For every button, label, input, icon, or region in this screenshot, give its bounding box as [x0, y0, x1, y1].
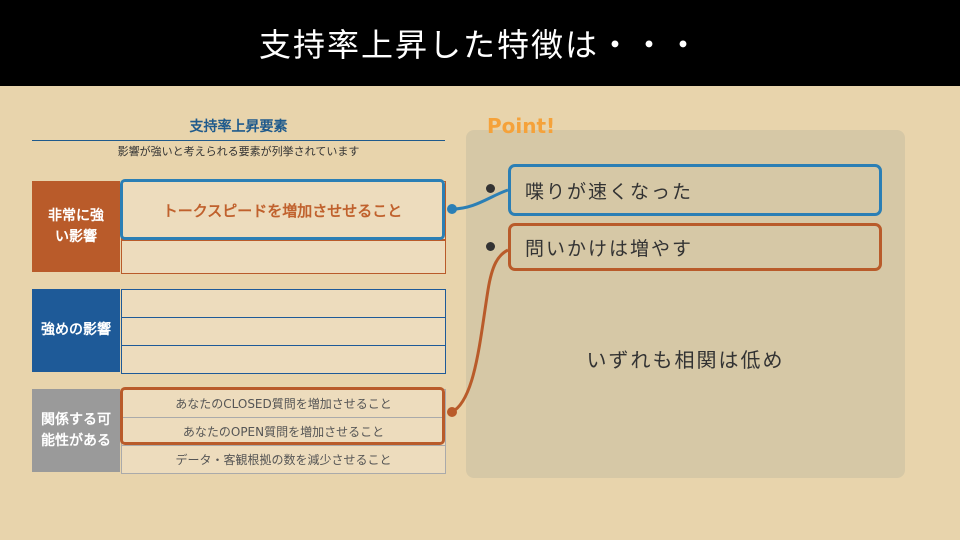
point-item-text: 喋りが速くなった	[525, 180, 694, 203]
table-row	[121, 345, 446, 374]
table-row	[121, 240, 446, 274]
highlighted-factor: トークスピードを増加させせること	[162, 201, 403, 220]
connector-dot-blue	[447, 204, 457, 214]
connector-blue	[451, 188, 509, 211]
bullet-icon	[486, 242, 495, 251]
connector-dot-orange	[447, 407, 457, 417]
category-label: 強めの影響	[41, 322, 111, 338]
table-title: 支持率上昇要素	[189, 119, 288, 135]
connector-orange	[451, 248, 509, 414]
conclusion-text: いずれも相関は低め	[586, 348, 785, 372]
table-row: データ・客観根拠の数を減少させること	[121, 445, 446, 474]
point-item-questions: 問いかけは増やす	[508, 223, 882, 271]
point-item-text: 問いかけは増やす	[525, 237, 694, 260]
bullet-icon	[486, 184, 495, 193]
point-panel	[466, 130, 905, 478]
table-subtitle: 影響が強いと考えられる要素が列挙されています	[117, 145, 360, 158]
category-label: 非常に強い影響	[48, 207, 104, 245]
table-row	[121, 289, 446, 318]
highlight-frame-questions	[120, 387, 445, 445]
point-item-speed: 喋りが速くなった	[508, 164, 882, 216]
slide-title: 支持率上昇した特徴は・・・	[0, 0, 960, 86]
table-row: あなたのCLOSED質問を増加させること	[121, 389, 446, 418]
table-title-rule	[32, 140, 445, 141]
category-strong: 強めの影響	[32, 289, 120, 372]
category-label: 関係する可能性がある	[41, 411, 111, 449]
category-very-strong: 非常に強い影響	[32, 181, 120, 272]
category-possible: 関係する可能性がある	[32, 389, 120, 472]
table-row: あなたのOPEN質問を増加させること	[121, 417, 446, 446]
point-label: Point!	[487, 114, 556, 138]
highlight-frame-speed	[120, 179, 445, 240]
